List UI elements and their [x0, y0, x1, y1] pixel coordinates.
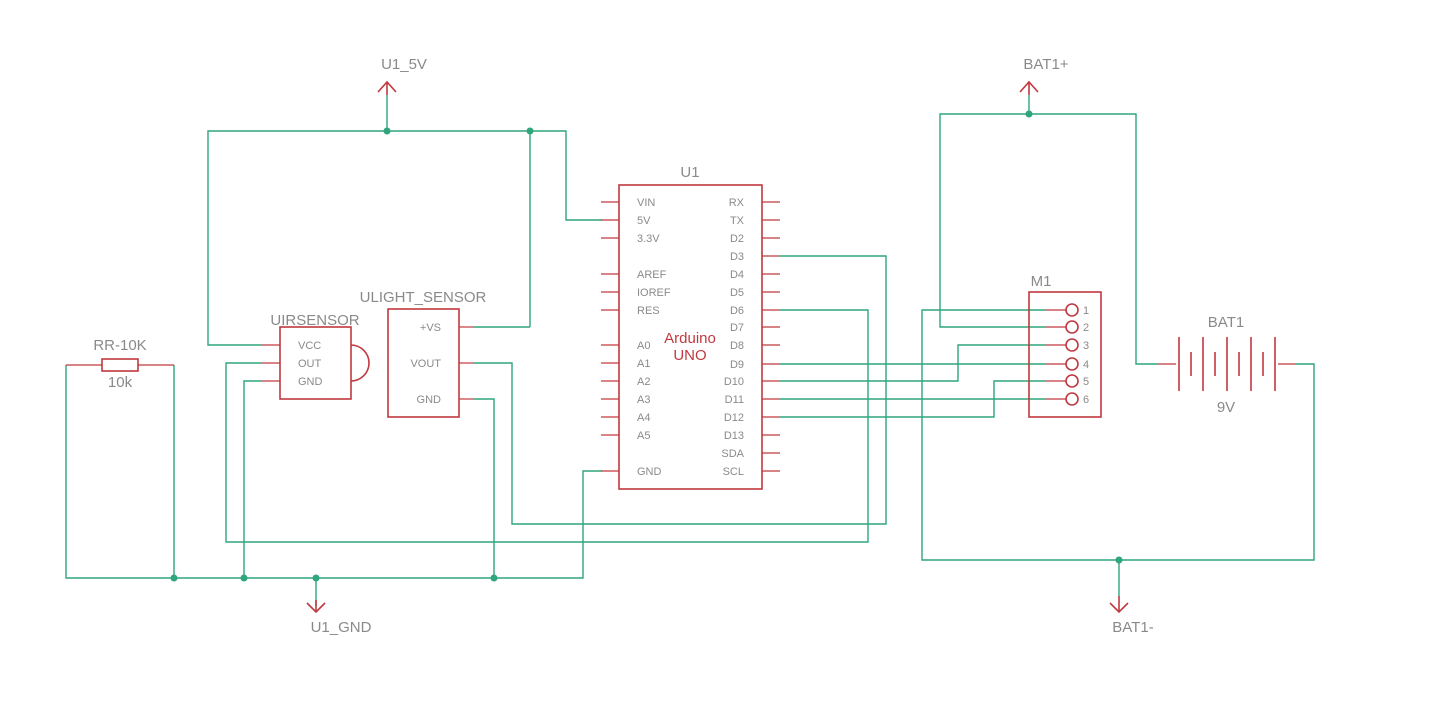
- junction: [490, 574, 498, 582]
- ir-sensor: UIRSENSOR VCC OUT GND: [262, 312, 370, 400]
- junction: [526, 127, 534, 135]
- arduino-left-pin-label: A2: [637, 376, 650, 388]
- junctions: [170, 110, 1123, 582]
- arduino-right-pin-label: SCL: [723, 466, 744, 478]
- arduino-right-pin-label: D13: [724, 430, 744, 442]
- ir-pin-out: OUT: [298, 358, 322, 370]
- battery-value: 9V: [1217, 399, 1235, 416]
- motor-pin-label: 2: [1083, 322, 1089, 334]
- wire-5v-rail: [207, 130, 602, 346]
- power-label-5v: U1_5V: [381, 56, 427, 73]
- light-pin-vs: +VS: [420, 322, 441, 334]
- motor-pin-circle: [1065, 320, 1079, 334]
- wire-bat-minus: [921, 309, 1315, 561]
- arduino-right-pin-label: TX: [730, 215, 745, 227]
- light-sensor: ULIGHT_SENSOR +VS VOUT GND: [360, 289, 487, 418]
- power-bat-minus: BAT1-: [1109, 596, 1154, 636]
- wire-d12-m5: [780, 380, 1046, 418]
- motor-pin-label: 3: [1083, 340, 1089, 352]
- arduino-left-pin-label: 3.3V: [637, 233, 660, 245]
- ir-pin-gnd: GND: [298, 376, 323, 388]
- arduino-left-pin-label: A0: [637, 340, 650, 352]
- motor-pin-label: 6: [1083, 394, 1089, 406]
- motor-ref: M1: [1031, 273, 1052, 290]
- wire-gnd-rail: [65, 365, 602, 579]
- power-label-bat-plus: BAT1+: [1023, 56, 1068, 73]
- wire-bat-plus: [939, 113, 1158, 365]
- arduino-right-pin-label: D9: [730, 359, 744, 371]
- motor-pin-circle: [1065, 357, 1079, 371]
- arduino-right-pin-label: RX: [729, 197, 745, 209]
- arduino-right-pin-label: SDA: [721, 448, 744, 460]
- arduino-left-pin-label: A3: [637, 394, 650, 406]
- wire-light-vout-d3: [474, 255, 887, 525]
- arduino-left-pin-label: VIN: [637, 197, 655, 209]
- motor-pin-label: 5: [1083, 376, 1089, 388]
- junction: [240, 574, 248, 582]
- arduino-center-line2: UNO: [673, 347, 706, 364]
- power-u1-5v: U1_5V: [377, 56, 427, 95]
- junction: [1115, 556, 1123, 564]
- battery-bat1: BAT1 9V: [1158, 314, 1296, 416]
- power-bat-plus: BAT1+: [1019, 56, 1069, 95]
- wire-d10-m3: [780, 344, 1046, 382]
- motor-pin-label: 1: [1083, 305, 1089, 317]
- arduino-right-pin-label: D7: [730, 322, 744, 334]
- arduino-right-pin-label: D12: [724, 412, 744, 424]
- arduino-left-pin-label: A1: [637, 358, 650, 370]
- arduino-right-pin-label: D5: [730, 287, 744, 299]
- wire-ir-out-d6: [225, 309, 869, 543]
- motor-pin-label: 4: [1083, 359, 1089, 371]
- arduino-ref: U1: [680, 164, 699, 181]
- resistor-rr-10k: RR-10K 10k: [66, 337, 174, 391]
- motor-pin-circle: [1065, 392, 1079, 406]
- arduino-right-pin-label: D2: [730, 233, 744, 245]
- light-sensor-name: ULIGHT_SENSOR: [360, 289, 487, 306]
- arduino-right-pin-label: D6: [730, 305, 744, 317]
- arduino-center-line1: Arduino: [664, 330, 716, 347]
- wire-light-gnd: [474, 398, 495, 578]
- arduino-left-pin-label: 5V: [637, 215, 651, 227]
- arduino-right-pin-label: D8: [730, 340, 744, 352]
- arduino-left-pin-label: GND: [637, 466, 662, 478]
- resistor-name: RR-10K: [93, 337, 146, 354]
- light-pin-vout: VOUT: [410, 358, 441, 370]
- arduino-right-pin-label: D4: [730, 269, 744, 281]
- power-label-bat-minus: BAT1-: [1112, 619, 1153, 636]
- battery-cells: [1178, 337, 1276, 391]
- arduino-right-pin-label: D11: [725, 394, 744, 406]
- ir-sensor-name: UIRSENSOR: [270, 312, 359, 329]
- resistor-value: 10k: [108, 374, 133, 391]
- light-pin-gnd: GND: [417, 394, 442, 406]
- wire-ir-gnd: [243, 380, 262, 578]
- arduino-left-pin-label: RES: [637, 305, 660, 317]
- motor-pin-circle: [1065, 338, 1079, 352]
- motor-pins: 1 2 3 4 5 6: [1046, 303, 1089, 406]
- junction: [383, 127, 391, 135]
- junction: [312, 574, 320, 582]
- junction: [1025, 110, 1033, 118]
- arduino-left-pin-label: A5: [637, 430, 650, 442]
- motor-pin-circle: [1065, 374, 1079, 388]
- motor-driver-m1: M1 1 2 3 4 5 6: [1028, 273, 1102, 418]
- arduino-left-pin-label: A4: [637, 412, 650, 424]
- motor-pin-circle: [1065, 303, 1079, 317]
- ir-pin-vcc: VCC: [298, 340, 321, 352]
- power-label-gnd: U1_GND: [311, 619, 372, 636]
- junction: [170, 574, 178, 582]
- battery-name: BAT1: [1208, 314, 1244, 331]
- arduino-left-pin-label: AREF: [637, 269, 667, 281]
- arduino-uno: U1 Arduino UNO VIN 5V 3.3V AREF IOREF RES A0A1…: [601, 164, 780, 490]
- power-u1-gnd: U1_GND: [306, 600, 372, 636]
- arduino-right-pin-label: D10: [724, 376, 744, 388]
- arduino-left-pin-label: IOREF: [637, 287, 671, 299]
- arduino-right-pin-label: D3: [730, 251, 744, 263]
